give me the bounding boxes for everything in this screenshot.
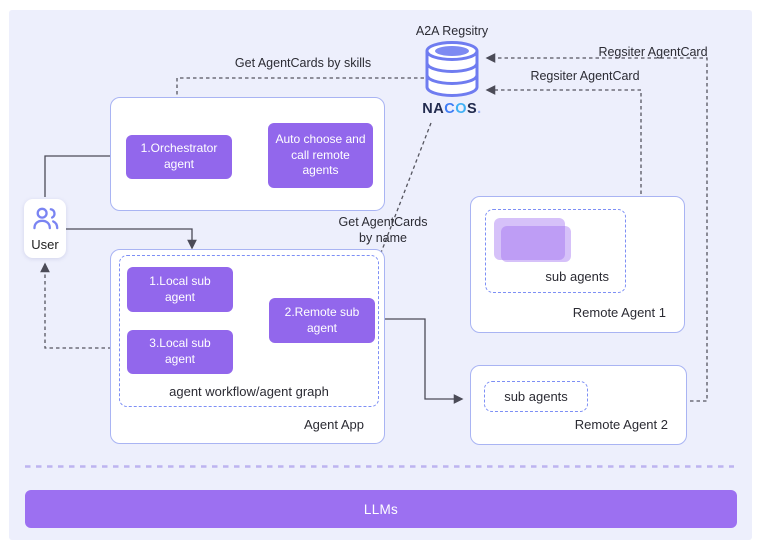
registry-title: A2A Regsitry xyxy=(415,24,489,38)
user-label: User xyxy=(31,236,59,252)
nacos-logo-c: C xyxy=(444,101,456,117)
nacos-logo-s: S xyxy=(467,101,478,117)
remote-agent-2-panel: sub agents Remote Agent 2 xyxy=(470,365,687,445)
nacos-logo-dot: . xyxy=(477,101,482,117)
auto-choose-node: Auto choose and call remote agents xyxy=(268,123,373,188)
user-node: User xyxy=(24,199,66,258)
orchestrator-panel: 1.Orchestrator agent Auto choose and cal… xyxy=(110,97,385,211)
remote-agent-1-sub-agents-group: sub agents xyxy=(485,209,626,293)
label-get-agentcards-by-name: Get AgentCards by name xyxy=(331,215,435,246)
llms-bar: LLMs xyxy=(25,490,737,528)
orchestrator-agent-node: 1.Orchestrator agent xyxy=(126,135,232,179)
remote-agent-2-sub-agents-label: sub agents xyxy=(504,389,568,404)
nacos-logo-o: O xyxy=(455,101,467,117)
label-get-agentcards-by-skills: Get AgentCards by skills xyxy=(234,56,372,70)
remote-agent-2-label: Remote Agent 2 xyxy=(574,417,668,432)
label-get-agentcards-by-name-line1: Get AgentCards xyxy=(338,215,428,229)
agent-app-panel: 1.Local sub agent 2.Remote sub agent 3.L… xyxy=(110,249,385,444)
nacos-logo-na: NA xyxy=(422,101,445,117)
remote-sub-agent-2-node: 2.Remote sub agent xyxy=(269,298,375,343)
agent-workflow-label: agent workflow/agent graph xyxy=(169,384,329,399)
nacos-logo: NACOS. xyxy=(414,101,490,117)
users-icon xyxy=(31,206,60,236)
sub-agent-card-front xyxy=(501,226,571,262)
database-icon xyxy=(424,40,480,98)
agent-workflow-group: 1.Local sub agent 2.Remote sub agent 3.L… xyxy=(119,255,379,407)
label-get-agentcards-by-name-line2: by name xyxy=(359,230,407,245)
local-sub-agent-3-node: 3.Local sub agent xyxy=(127,330,233,374)
agent-app-label: Agent App xyxy=(304,417,364,432)
remote-agent-1-sub-agents-label: sub agents xyxy=(545,269,609,284)
remote-agent-2-sub-agents-group: sub agents xyxy=(484,381,588,412)
label-register-agentcard-mid: Regsiter AgentCard xyxy=(530,69,640,83)
local-sub-agent-1-node: 1.Local sub agent xyxy=(127,267,233,312)
label-register-agentcard-top: Regsiter AgentCard xyxy=(598,45,708,59)
remote-agent-1-label: Remote Agent 1 xyxy=(572,305,666,320)
remote-agent-1-panel: sub agents Remote Agent 1 xyxy=(470,196,685,333)
